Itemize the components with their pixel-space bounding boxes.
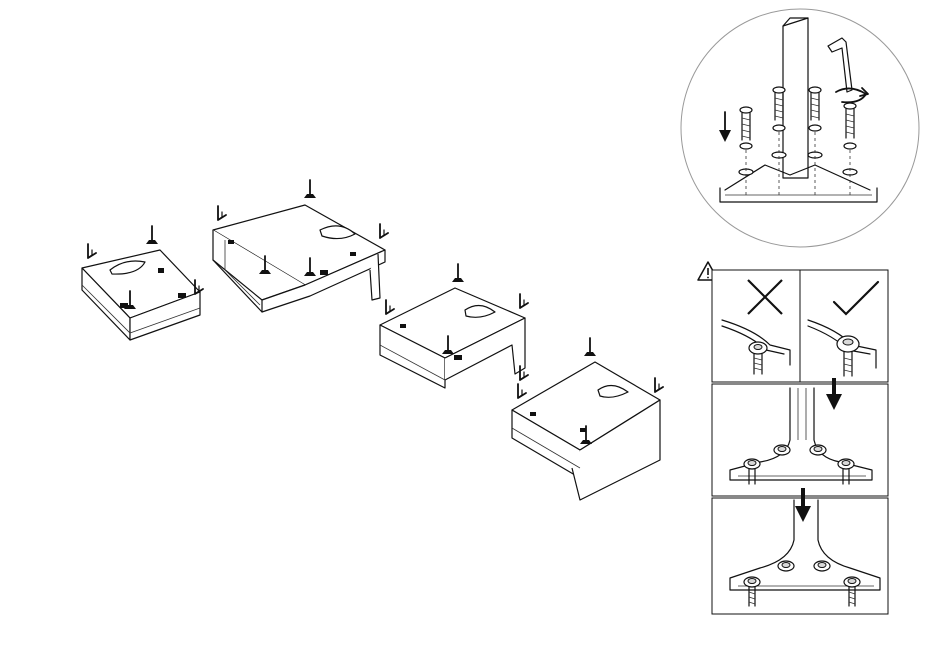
assembly-unit-3	[380, 264, 528, 388]
insert-step-2-panel	[712, 488, 888, 614]
assembly-unit-1	[82, 226, 203, 340]
incorrect-mounting-panel	[712, 270, 800, 382]
assembly-unit-4	[512, 338, 663, 500]
correct-mounting-panel	[800, 270, 888, 382]
insert-step-1-panel	[712, 378, 888, 496]
exploded-fastener-view	[681, 9, 919, 247]
assembly-unit-2	[213, 180, 388, 312]
